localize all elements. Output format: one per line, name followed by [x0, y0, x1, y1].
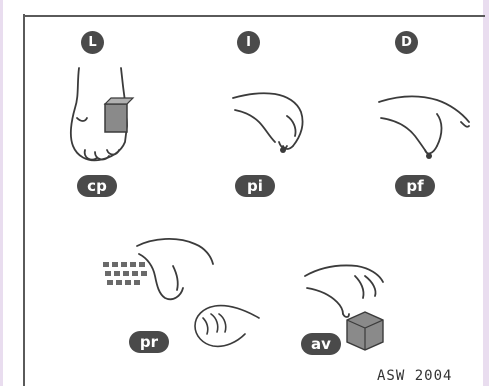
hand-cylinder-grasp-icon [65, 66, 145, 166]
code-cp: cp [77, 175, 117, 197]
figure-panel: L I D cp pi [3, 0, 483, 386]
code-pi: pi [235, 175, 275, 197]
class-label-l: L [81, 31, 104, 54]
hand-index-pinch-icon [231, 86, 321, 156]
class-label-d: D [395, 31, 418, 54]
code-pr: pr [129, 331, 169, 353]
credit-text: ASW 2004 [377, 368, 452, 384]
box-object [105, 104, 127, 132]
code-av: av [301, 333, 341, 355]
hand-small-grip-icon [189, 296, 261, 352]
top-border [25, 15, 485, 17]
left-border [23, 14, 25, 386]
class-label-i: I [237, 31, 260, 54]
keypad-grid [103, 262, 147, 285]
hand-fingertip-pinch-icon [377, 92, 477, 162]
code-pf: pf [395, 175, 435, 197]
